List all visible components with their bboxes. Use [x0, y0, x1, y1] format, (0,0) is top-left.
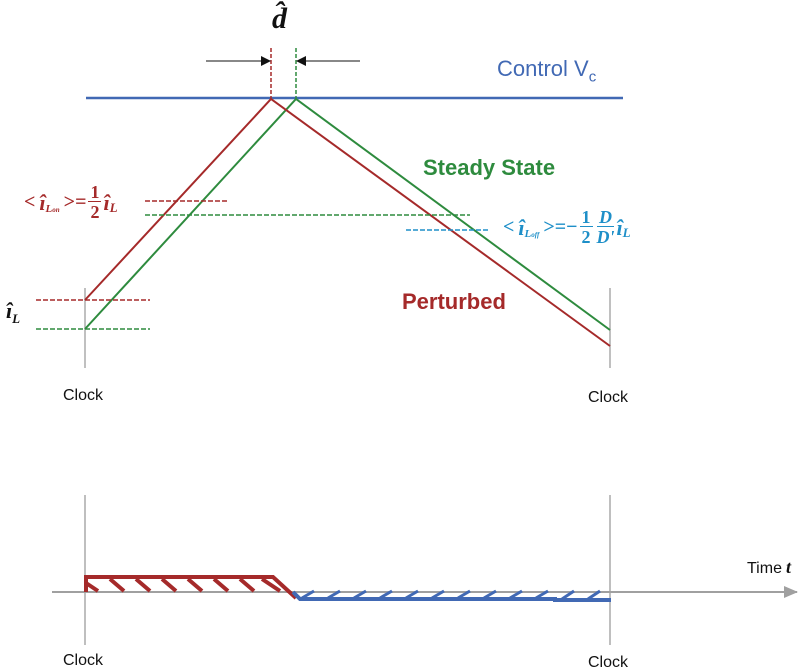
positive-error-region [84, 575, 298, 600]
perturbed-label: Perturbed [402, 289, 506, 314]
clock-label-bottom-left: Clock [63, 652, 104, 669]
steady-state-label: Steady State [423, 155, 556, 180]
on-average-equation: < î Lon >= 1 2 î L [24, 182, 118, 222]
negative-error-region [291, 589, 611, 602]
control-voltage-label: Control Vc [497, 56, 596, 85]
clock-label-top-left: Clock [63, 387, 104, 404]
control-voltage-text: Control V [497, 56, 589, 81]
time-axis-label: Time t [747, 557, 791, 577]
inductor-current-perturbation-label: îL [6, 298, 21, 326]
off-average-equation: < î Loff >=− 1 2 D D' î L [503, 207, 631, 247]
control-voltage-subscript: c [588, 68, 597, 86]
clock-label-top-right: Clock [588, 389, 629, 406]
duty-perturbation-label: d̂ [272, 2, 287, 35]
perturbed-waveform [84, 97, 611, 347]
steady-state-waveform [84, 97, 611, 331]
clock-label-bottom-right: Clock [588, 654, 629, 671]
